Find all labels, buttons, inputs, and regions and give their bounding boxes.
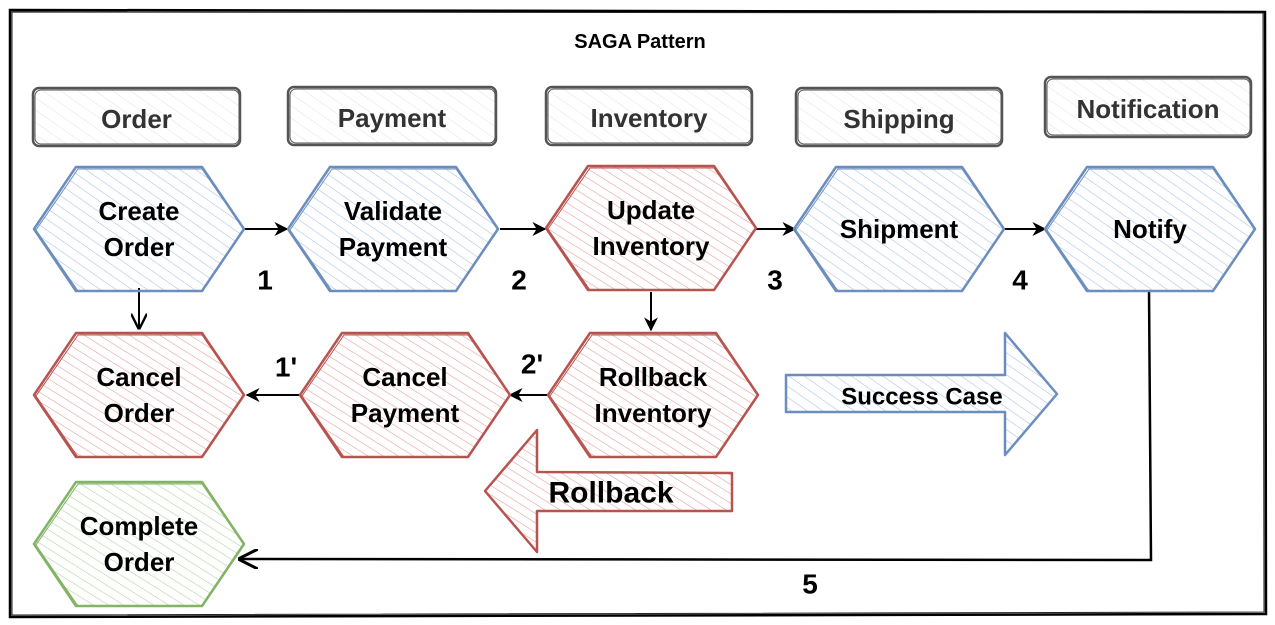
edge-label-1: 1 bbox=[257, 265, 273, 296]
node-shipment: Shipment bbox=[792, 165, 1006, 293]
node-label-line1: Create bbox=[99, 196, 180, 226]
node-label-line1: Update bbox=[607, 195, 695, 225]
service-header-label: Shipping bbox=[843, 104, 954, 134]
service-header-label: Inventory bbox=[590, 103, 708, 133]
node-notify: Notify bbox=[1043, 165, 1257, 293]
node-label-line1: Cancel bbox=[96, 362, 181, 392]
edge-notify-to-complete bbox=[240, 289, 1153, 560]
node-label: Notify bbox=[1113, 214, 1187, 244]
edge-label-2: 2 bbox=[511, 265, 527, 296]
node-label-line2: Inventory bbox=[594, 398, 712, 428]
service-header-order: Order bbox=[31, 86, 242, 148]
node-label-line2: Payment bbox=[351, 398, 460, 428]
node-label-line2: Order bbox=[104, 547, 175, 577]
node-label-line1: Complete bbox=[80, 511, 198, 541]
node-label: Shipment bbox=[840, 214, 959, 244]
edge-label-1-prime: 1' bbox=[275, 352, 297, 383]
service-header-payment: Payment bbox=[286, 85, 498, 147]
node-label-line2: Order bbox=[104, 398, 175, 428]
node-label-line1: Rollback bbox=[599, 362, 708, 392]
success-case-label: Success Case bbox=[841, 384, 1002, 411]
edge-label-5: 5 bbox=[802, 569, 818, 600]
node-label-line1: Validate bbox=[344, 196, 442, 226]
service-header-inventory: Inventory bbox=[544, 85, 754, 147]
node-label-line2: Inventory bbox=[592, 231, 710, 261]
service-header-shipping: Shipping bbox=[794, 86, 1004, 148]
edge-label-3: 3 bbox=[767, 265, 783, 296]
edge-labels: 1 2 3 4 5 1' 2' bbox=[257, 265, 1028, 600]
edge-label-2-prime: 2' bbox=[521, 349, 543, 380]
connectors bbox=[139, 222, 1153, 560]
service-header-label: Order bbox=[101, 104, 172, 134]
service-header-label: Payment bbox=[338, 103, 447, 133]
node-label-line1: Cancel bbox=[362, 362, 447, 392]
edge-label-4: 4 bbox=[1012, 265, 1028, 296]
success-case-arrow: Success Case bbox=[784, 331, 1059, 457]
node-label-line2: Order bbox=[104, 232, 175, 262]
service-header-notification: Notification bbox=[1043, 75, 1253, 139]
service-header-label: Notification bbox=[1077, 94, 1220, 124]
rollback-arrow: Rollback bbox=[483, 428, 734, 554]
rollback-label: Rollback bbox=[548, 477, 673, 510]
diagram-title: SAGA Pattern bbox=[574, 31, 706, 53]
outer-frame bbox=[8, 8, 1268, 619]
node-label-line2: Payment bbox=[339, 232, 448, 262]
